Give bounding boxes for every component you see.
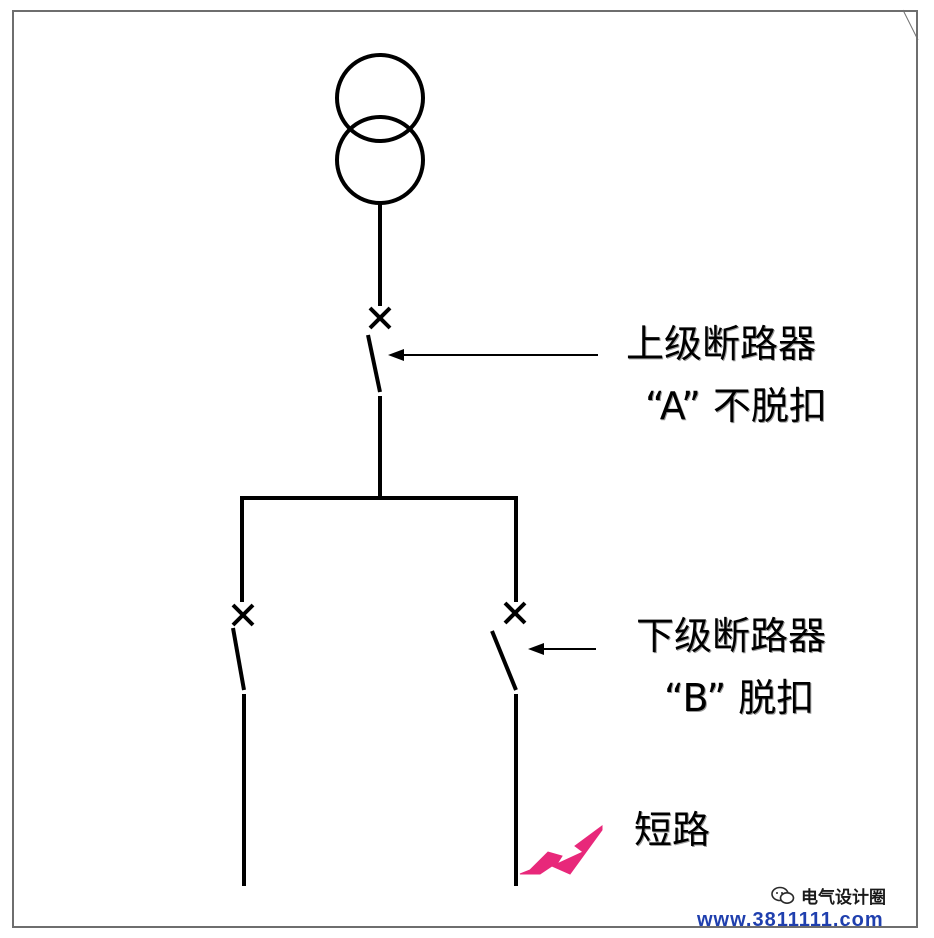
watermark-account: 电气设计圈 xyxy=(771,883,886,908)
lower-breaker-x-mark-icon xyxy=(503,601,527,625)
upper-breaker-pointer-arrow xyxy=(388,349,598,361)
frame-corner-line xyxy=(902,9,919,41)
transformer-primary-winding xyxy=(335,53,425,143)
watermark-url: www.3811111.com xyxy=(697,909,884,931)
short-circuit-label: 短路 xyxy=(634,808,711,852)
watermark-text: 电气设计圈 xyxy=(801,888,886,908)
upper-breaker-contact xyxy=(366,334,382,393)
transformer-secondary-winding xyxy=(335,115,425,205)
upper-breaker-status: 不脱扣 xyxy=(712,384,827,428)
diagram-frame xyxy=(12,10,918,928)
short-circuit-lightning-bolt-icon xyxy=(519,825,603,875)
transformer-icon xyxy=(335,53,425,205)
upper-breaker-label: 上级断路器 xyxy=(626,322,817,366)
lower-breaker-b-symbol xyxy=(490,601,527,886)
upper-breaker-x-mark-icon xyxy=(368,306,392,330)
lower-breaker-state-line: “B” 脱扣 xyxy=(664,676,814,720)
upper-breaker-id: “A” xyxy=(645,384,701,428)
wechat-icon xyxy=(771,886,795,904)
lower-breaker-label: 下级断路器 xyxy=(636,614,827,658)
lower-breaker-pointer-arrow xyxy=(528,643,596,655)
left-breaker-contact xyxy=(231,627,246,691)
lower-breaker-contact xyxy=(490,630,518,691)
left-branch-breaker-symbol xyxy=(231,603,255,886)
lower-breaker-status: 脱扣 xyxy=(738,676,815,720)
lower-breaker-id: “B” xyxy=(664,676,727,720)
upper-breaker-a-symbol xyxy=(366,306,392,498)
upper-breaker-state-line: “A” 不脱扣 xyxy=(645,384,827,428)
left-breaker-x-mark-icon xyxy=(231,603,255,627)
